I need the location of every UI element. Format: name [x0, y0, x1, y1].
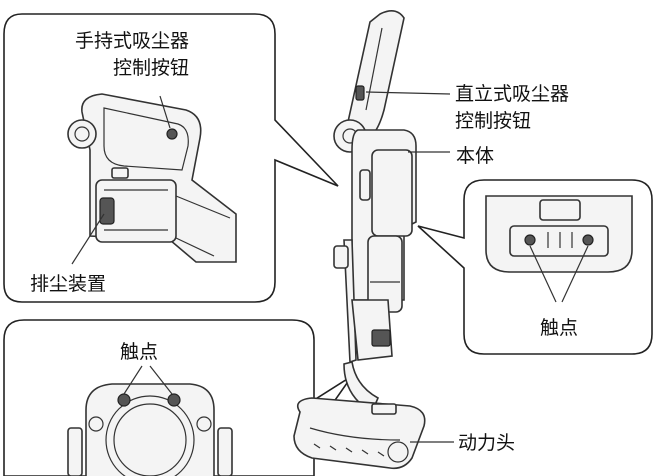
label-contacts-right: 触点: [540, 317, 578, 339]
label-main-body: 本体: [456, 145, 494, 167]
label-dust-discharge: 排尘装置: [30, 273, 106, 295]
label-handheld-control-line2: 控制按钮: [113, 57, 189, 79]
upright-vacuum-drawing: [294, 11, 425, 468]
handheld-drawing: [68, 94, 236, 262]
label-upright-control-line1: 直立式吸尘器: [455, 83, 569, 105]
label-power-head: 动力头: [458, 432, 515, 454]
contacts-socket-drawing: [486, 196, 632, 272]
callout-contacts-right: [418, 180, 652, 354]
contacts-base-drawing: [68, 384, 232, 476]
label-contacts-bottom: 触点: [120, 341, 158, 363]
label-upright-control-line2: 控制按钮: [455, 110, 531, 132]
label-handheld-control-line1: 手持式吸尘器: [75, 30, 189, 52]
callout-contacts-bottom: [4, 320, 352, 476]
